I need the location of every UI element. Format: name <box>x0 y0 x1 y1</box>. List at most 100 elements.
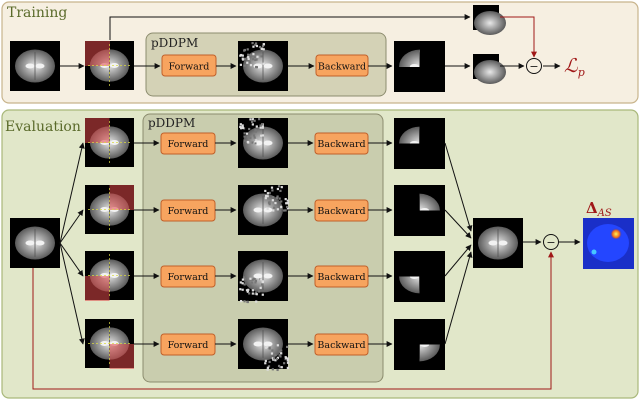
noise-pixel <box>252 58 255 61</box>
evaluation-backward-box: Backward <box>314 132 369 155</box>
noise-pixel <box>275 357 279 361</box>
noise-pixel <box>256 55 259 58</box>
noise-pixel <box>264 362 267 365</box>
evaluation-arrow <box>59 242 85 345</box>
noise-pixel <box>254 58 257 62</box>
noise-pixel <box>240 299 243 303</box>
ventricle-right <box>263 140 273 146</box>
noise-pixel <box>278 197 281 200</box>
arrow-input-residual <box>32 251 554 390</box>
noise-pixel <box>271 349 274 352</box>
noise-pixel <box>260 134 263 137</box>
ventricle-right <box>109 63 119 68</box>
noise-pixel <box>251 42 254 45</box>
brain <box>15 49 55 83</box>
noise-pixel <box>245 289 249 292</box>
brain <box>243 185 290 227</box>
ventricle-left <box>25 240 35 246</box>
training-reconstructed-patch <box>394 41 445 92</box>
noise-pixel <box>260 278 263 281</box>
training-backward-box: Backward <box>315 54 369 77</box>
noise-pixel <box>255 44 259 48</box>
noise-pixel <box>271 196 274 199</box>
noise-pixel <box>251 289 254 292</box>
noise-pixel <box>265 346 268 349</box>
evaluation-forward-label: Forward <box>168 206 209 217</box>
noise-pixel <box>286 345 289 349</box>
noise-pixel <box>251 118 254 121</box>
noise-pixel <box>261 281 264 284</box>
noise-pixel <box>279 189 282 192</box>
noise-pixel <box>271 189 274 192</box>
noise-pixel <box>247 57 250 60</box>
anomaly-map-speck <box>591 249 597 255</box>
noise-pixel <box>266 195 269 198</box>
noise-pixel <box>266 366 270 369</box>
noise-pixel <box>280 200 283 203</box>
noise-pixel <box>261 283 264 286</box>
anomaly-score-label: ΔAS <box>586 199 612 219</box>
noise-pixel <box>268 203 271 206</box>
brain <box>15 226 55 260</box>
noise-pixel <box>239 281 242 284</box>
evaluation-minus-symbol: − <box>546 236 555 249</box>
noise-pixel <box>249 53 252 57</box>
noise-pixel <box>243 135 246 138</box>
evaluation-arrow <box>444 244 472 277</box>
patch-overlay <box>109 185 134 210</box>
noise-pixel <box>286 357 289 360</box>
noise-pixel <box>283 209 286 212</box>
noise-pixel <box>246 290 249 293</box>
noise-pixel <box>276 368 279 372</box>
noise-pixel <box>248 292 251 295</box>
noise-pixel <box>274 354 277 357</box>
evaluation-backward-box: Backward <box>314 199 369 222</box>
reconstruction-mask <box>394 319 445 370</box>
noise-pixel <box>279 366 282 369</box>
arrow-target-to-minus <box>500 16 537 58</box>
training-minus-node: − <box>526 58 542 74</box>
noise-pixel <box>280 205 283 209</box>
noise-pixel <box>285 356 288 360</box>
noise-pixel <box>243 57 246 60</box>
patch-overlay <box>109 344 134 369</box>
noise-pixel <box>268 191 271 195</box>
noise-pixel <box>254 279 257 282</box>
noise-pixel <box>250 120 254 123</box>
training-minus-symbol: − <box>529 60 538 73</box>
evaluation-arrow <box>444 251 473 345</box>
evaluation-arrow <box>59 209 84 244</box>
noise-pixel <box>273 206 276 209</box>
anomaly-map-brain <box>587 224 629 262</box>
noise-pixel <box>252 45 255 48</box>
noise-pixel <box>271 357 274 360</box>
noise-pixel <box>277 185 281 188</box>
ventricle-left <box>253 207 263 213</box>
noise-pixel <box>270 186 274 189</box>
evaluation-forward-label: Forward <box>168 340 209 351</box>
noise-pixel <box>286 205 289 209</box>
brain <box>394 185 445 236</box>
noise-pixel <box>250 281 254 284</box>
noise-pixel <box>259 286 262 289</box>
patch-overlay <box>85 276 110 301</box>
noise-pixel <box>272 358 275 361</box>
noise-pixel <box>262 62 265 65</box>
noise-pixel <box>264 197 267 200</box>
noise-pixel <box>266 207 269 210</box>
noise-pixel <box>255 58 258 61</box>
noise-pixel <box>280 186 283 189</box>
evaluation-forward-box: Forward <box>160 132 216 155</box>
brain <box>394 41 445 92</box>
noise-pixel <box>243 139 246 142</box>
noise-pixel <box>246 61 249 64</box>
evaluation-minus-node: − <box>543 234 559 250</box>
training-panel: Training pDDPM Forward Backward <box>1 1 639 104</box>
noise-pixel <box>264 359 267 362</box>
noise-pixel <box>268 346 271 349</box>
noise-pixel <box>241 288 244 291</box>
ventricle-right <box>263 207 273 213</box>
noise-pixel <box>286 366 289 370</box>
